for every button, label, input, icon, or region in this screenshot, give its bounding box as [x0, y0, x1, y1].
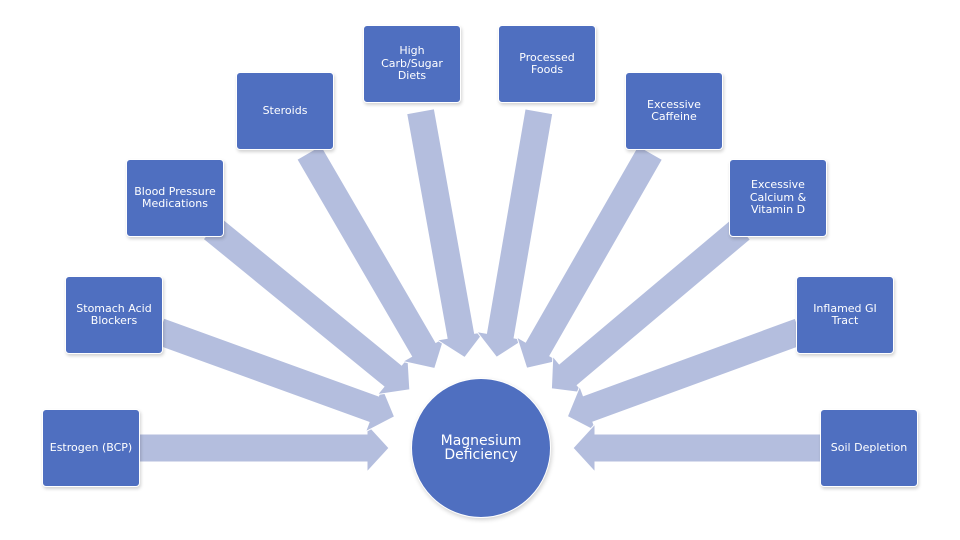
cause-node-steroids: Steroids [236, 72, 334, 150]
arrow-high-carb-sugar-diets [406, 108, 486, 359]
arrow-inflamed-gi-tract [566, 317, 806, 433]
arrow-estrogen [138, 422, 390, 474]
cause-label: Estrogen (BCP) [49, 440, 133, 454]
cause-label: Soil Depletion [830, 440, 908, 454]
arrow-excessive-caffeine [515, 145, 663, 369]
cause-node-processed-foods: Processed Foods [498, 25, 596, 103]
arrow-blood-pressure-medications [202, 216, 411, 396]
arrow-stomach-acid-blockers [153, 317, 396, 433]
arrow-soil-depletion [572, 422, 822, 474]
arrow-processed-foods [475, 108, 554, 358]
cause-node-estrogen: Estrogen (BCP) [42, 409, 140, 487]
cause-label: Steroids [262, 103, 308, 117]
arrow-steroids [296, 144, 446, 370]
cause-label: Processed Foods [519, 50, 575, 76]
arrow-excessive-calcium-vitamin-d [550, 217, 752, 394]
cause-node-soil-depletion: Soil Depletion [820, 409, 918, 487]
